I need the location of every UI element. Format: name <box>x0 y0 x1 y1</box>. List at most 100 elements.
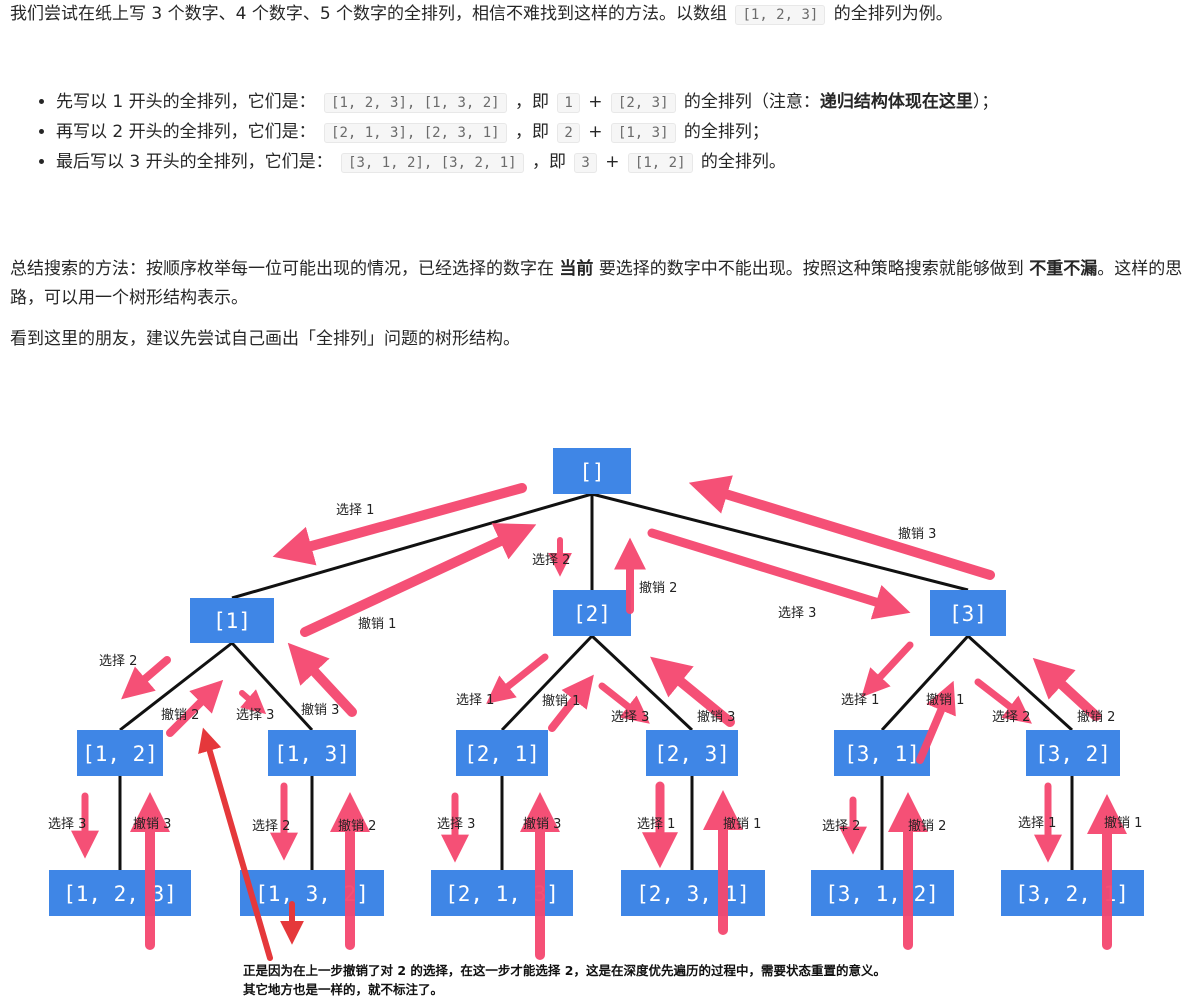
node-label: [3, 2] <box>1035 742 1111 766</box>
undo-arrow <box>548 674 594 732</box>
edge <box>590 634 694 732</box>
tree-node: [2, 3, 1] <box>621 870 765 916</box>
undo-arrow <box>1032 657 1101 721</box>
edge <box>966 634 1074 732</box>
node-label: [3, 1] <box>844 742 920 766</box>
inline-code: [3, 1, 2], [3, 2, 1] <box>341 153 524 173</box>
undo-arrow <box>166 679 224 737</box>
tree-node: [3, 1] <box>834 730 930 776</box>
prompt-paragraph: 看到这里的朋友，建议先尝试自己画出「全排列」问题的树形结构。 <box>10 325 1194 354</box>
node-label: [3, 1, 2] <box>825 882 939 906</box>
inline-code: [2, 3] <box>610 93 676 113</box>
tree-nodes: [] [1] [2] [3] [1, 2] [1, 3] [2, 1] [2, … <box>49 448 1144 916</box>
undo-label: 撤销 3 <box>697 709 735 725</box>
inline-code: [1, 2, 3] <box>735 5 826 25</box>
diagram-note: 其它地方也是一样的，就不标注了。 <box>243 982 443 997</box>
list-item: 先写以 1 开头的全排列，它们是： [1, 2, 3], [1, 3, 2] ，… <box>56 88 1194 118</box>
diagram-note: 正是因为在上一步撤销了对 2 的选择，在这一步才能选择 2，这是在深度优先遍历的… <box>243 963 886 978</box>
undo-label: 撤销 1 <box>723 816 761 832</box>
inline-code: [2, 1, 3], [2, 3, 1] <box>324 123 507 143</box>
list-text: + <box>605 152 620 172</box>
node-label: [3] <box>949 602 987 626</box>
tree-node: [1, 3] <box>268 730 356 776</box>
undo-label: 撤销 3 <box>301 702 339 718</box>
choose-arrow <box>647 528 911 620</box>
choose-label: 选择 2 <box>99 654 137 669</box>
choose-label: 选择 1 <box>1018 816 1056 831</box>
undo-arrow <box>300 523 537 637</box>
undo-label: 撤销 1 <box>1104 815 1142 831</box>
step-arrows <box>71 475 1127 960</box>
bold-text: 当前 <box>559 259 594 279</box>
edge <box>591 492 969 592</box>
inline-code: 3 <box>574 153 597 173</box>
choose-label: 选择 1 <box>336 503 374 518</box>
node-label: [] <box>579 460 604 484</box>
edge <box>230 641 314 732</box>
list-text: + <box>588 122 603 142</box>
tree-node: [1, 3, 2] <box>240 870 384 916</box>
undo-label: 撤销 3 <box>523 816 561 832</box>
intro-paragraph: 我们尝试在纸上写 3 个数字、4 个数字、5 个数字的全排列，相信不难找到这样的… <box>10 0 1194 30</box>
tree-node: [2, 1] <box>456 730 548 776</box>
inline-code: [1, 2, 3], [1, 3, 2] <box>324 93 507 113</box>
choose-label: 选择 2 <box>822 819 860 834</box>
list-text: ，即 <box>515 122 550 142</box>
list-text: ，即 <box>532 152 567 172</box>
node-label: [1, 2, 3] <box>63 882 177 906</box>
undo-label: 撤销 2 <box>639 580 677 596</box>
explanation-arrow <box>198 727 273 961</box>
undo-label: 撤销 2 <box>1077 709 1115 725</box>
choose-arrow <box>598 682 650 724</box>
list-text: ，即 <box>515 92 550 112</box>
undo-arrow <box>287 642 357 717</box>
node-label: [2, 1] <box>464 742 540 766</box>
list-text: 的全排列。 <box>700 152 786 172</box>
list-text: 的全排列（注意： <box>683 92 820 112</box>
node-label: [2, 3, 1] <box>636 882 750 906</box>
bold-text: 不重不漏 <box>1029 259 1098 279</box>
undo-label: 撤销 1 <box>926 692 964 708</box>
bold-text: 递归结构体现在这里 <box>819 92 973 112</box>
inline-code: 2 <box>557 123 580 143</box>
summary-text: 。这样的思路，可以用一个树形结构表示。 <box>10 259 1183 308</box>
tree-node: [3, 2] <box>1026 730 1120 776</box>
node-label: [1] <box>213 609 251 633</box>
edge <box>231 492 593 600</box>
choose-label: 选择 3 <box>611 710 649 725</box>
node-label: [1, 3] <box>274 742 350 766</box>
list-text: 的全排列； <box>683 122 769 142</box>
undo-arrow <box>916 680 956 764</box>
node-label: [2] <box>573 602 611 626</box>
node-label: [1, 2] <box>82 742 158 766</box>
tree-node: [1] <box>190 598 274 643</box>
choose-arrow <box>861 641 914 698</box>
choose-label: 选择 3 <box>437 817 475 832</box>
choose-arrow <box>239 689 267 715</box>
undo-label: 撤销 2 <box>338 818 376 834</box>
list-text: 先写以 1 开头的全排列，它们是： <box>56 92 316 112</box>
inline-code: 1 <box>557 93 580 113</box>
choose-label: 选择 2 <box>252 819 290 834</box>
node-label: [2, 3] <box>654 742 730 766</box>
inline-code: [1, 3] <box>610 123 676 143</box>
undo-label: 撤销 2 <box>161 707 199 723</box>
edge <box>119 641 233 732</box>
undo-label: 撤销 3 <box>898 526 936 542</box>
tree-node: [2, 1, 3] <box>431 870 573 916</box>
undo-arrow <box>688 475 995 580</box>
explanation-arrows <box>198 727 304 961</box>
list-text: ）； <box>972 92 999 112</box>
step-labels: 选择 1 选择 2 撤销 2 选择 3 撤销 3 撤销 1 选择 2 撤销 2 … <box>48 503 1142 834</box>
choose-label: 选择 1 <box>637 817 675 832</box>
tree-node: [1, 2] <box>77 730 163 776</box>
undo-label: 撤销 2 <box>908 818 946 834</box>
choose-label: 选择 2 <box>992 710 1030 725</box>
inline-code: [1, 2] <box>627 153 693 173</box>
edge <box>880 634 970 732</box>
intro-text: 的全排列为例。 <box>833 4 953 24</box>
choose-label: 选择 3 <box>778 606 816 621</box>
list-text: + <box>588 92 603 112</box>
choose-label: 选择 1 <box>456 693 494 708</box>
